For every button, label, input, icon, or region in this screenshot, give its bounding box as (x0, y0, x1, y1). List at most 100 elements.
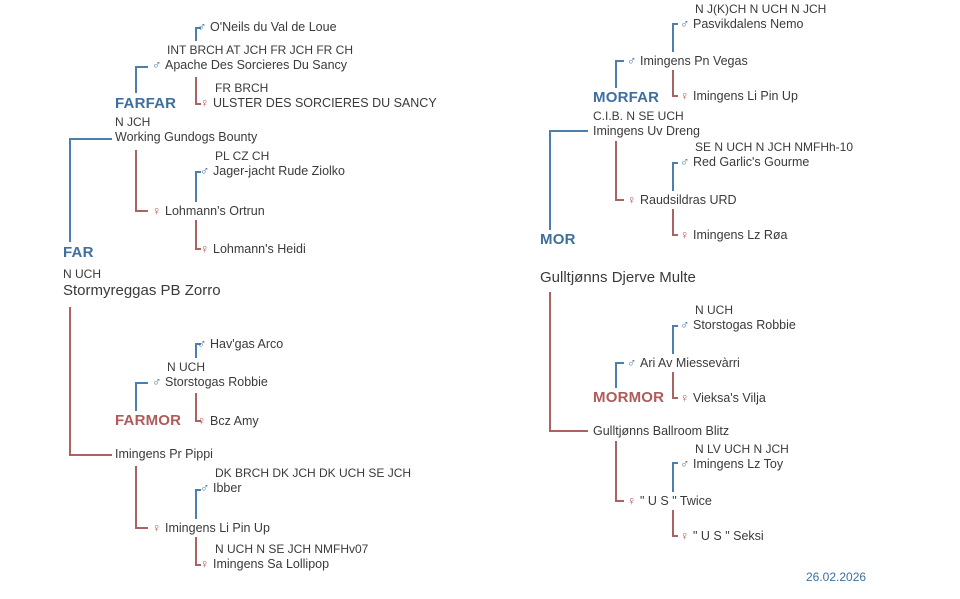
dog-name: Ibber (213, 481, 242, 495)
dog-titles: SE N UCH N JCH NMFHh-10 (695, 140, 854, 154)
relation-label-farmor: FARMOR (115, 412, 182, 429)
dog-name: Raudsildras URD (640, 193, 737, 207)
dog-name: Imingens Lz Toy (693, 457, 784, 471)
node-morfar: MORFAR C.I.B. N SE UCH Imingens Uv Dreng (593, 90, 700, 139)
male-icon: ♂ (152, 375, 162, 389)
node-us-seksi: ♀" U S " Seksi (680, 529, 764, 544)
dog-name: " U S " Twice (640, 494, 712, 508)
dog-name: Red Garlic's Gourme (693, 155, 810, 169)
relation-label-far: FAR (63, 244, 94, 261)
female-icon: ♀ (200, 557, 210, 571)
node-oneils-du-val-de-loue: ♂O'Neils du Val de Loue (197, 20, 337, 35)
node-imingens-li-pin-up-left: ♀Imingens Li Pin Up (152, 521, 270, 536)
node-bcz-amy: ♀Bcz Amy (197, 414, 259, 429)
male-icon: ♂ (680, 318, 690, 332)
node-mor: MOR Gulltjønns Djerve Multe (540, 232, 696, 287)
male-icon: ♂ (680, 457, 690, 471)
dog-name: Gulltjønns Djerve Multe (540, 269, 696, 286)
male-icon: ♂ (680, 155, 690, 169)
dog-name: Storstogas Robbie (165, 375, 268, 389)
node-lohmanns-heidi: ♀Lohmann's Heidi (200, 242, 306, 257)
dog-titles (593, 409, 729, 424)
node-ulster-des-sorcieres-du-sancy: FR BRCH ♀ULSTER DES SORCIERES DU SANCY (200, 81, 437, 111)
dog-titles (540, 254, 696, 269)
relation-label-morfar: MORFAR (593, 89, 660, 106)
dog-titles: N JCH (115, 115, 151, 129)
dog-titles: INT BRCH AT JCH FR JCH FR CH (167, 43, 354, 57)
male-icon: ♂ (200, 481, 210, 495)
dog-name: Lohmann's Ortrun (165, 204, 265, 218)
relation-label-mormor: MORMOR (593, 389, 665, 406)
dog-name: Vieksa's Vilja (693, 391, 766, 405)
male-icon: ♂ (627, 356, 637, 370)
dog-name: Pasvikdalens Nemo (693, 17, 804, 31)
female-icon: ♀ (627, 494, 637, 508)
male-icon: ♂ (197, 337, 207, 351)
dog-name: ULSTER DES SORCIERES DU SANCY (213, 96, 437, 110)
relation-label-farfar: FARFAR (115, 95, 177, 112)
dog-titles: N UCH (695, 303, 733, 317)
node-storstogas-robbie-right: N UCH ♂Storstogas Robbie (680, 303, 796, 333)
node-jager-jacht-rude-ziolko: PL CZ CH ♂Jager-jacht Rude Ziolko (200, 149, 345, 179)
dog-name: Jager-jacht Rude Ziolko (213, 164, 346, 178)
dog-name: Apache Des Sorcieres Du Sancy (165, 58, 348, 72)
node-imingens-sa-lollipop: N UCH N SE JCH NMFHv07 ♀Imingens Sa Loll… (200, 542, 368, 572)
report-date: 26.02.2026 (806, 570, 867, 584)
node-lohmanns-ortrun: ♀Lohmann's Ortrun (152, 204, 265, 219)
node-storstogas-robbie-left: N UCH ♂Storstogas Robbie (152, 360, 268, 390)
relation-label-mor: MOR (540, 231, 576, 248)
dog-titles: C.I.B. N SE UCH (593, 109, 684, 123)
dog-name: Gulltjønns Ballroom Blitz (593, 424, 730, 438)
female-icon: ♀ (680, 228, 690, 242)
dog-name: Imingens Pr Pippi (115, 447, 213, 461)
dog-name: O'Neils du Val de Loue (210, 20, 337, 34)
female-icon: ♀ (152, 204, 162, 218)
node-pasvikdalens-nemo: N J(K)CH N UCH N JCH ♂Pasvikdalens Nemo (680, 2, 826, 32)
male-icon: ♂ (680, 17, 690, 31)
female-icon: ♀ (680, 391, 690, 405)
dog-name: " U S " Seksi (693, 529, 764, 543)
dog-name: Hav'gas Arco (210, 337, 284, 351)
node-ari-av-miessevarri: ♂Ari Av Miessevàrri (627, 356, 740, 371)
node-imingens-lz-roa: ♀Imingens Lz Røa (680, 228, 787, 243)
female-icon: ♀ (680, 529, 690, 543)
node-apache-des-sorcieres-du-sancy: INT BRCH AT JCH FR JCH FR CH ♂Apache Des… (152, 43, 353, 73)
female-icon: ♀ (197, 414, 207, 428)
dog-titles: FR BRCH (215, 81, 269, 95)
female-icon: ♀ (152, 521, 162, 535)
node-us-twice: ♀" U S " Twice (627, 494, 712, 509)
dog-name: Working Gundogs Bounty (115, 130, 258, 144)
dog-name: Imingens Li Pin Up (165, 521, 270, 535)
female-icon: ♀ (200, 242, 210, 256)
node-imingens-lz-toy: N LV UCH N JCH ♂Imingens Lz Toy (680, 442, 789, 472)
node-raudsildras-urd: ♀Raudsildras URD (627, 193, 737, 208)
node-imingens-li-pin-up-right: ♀Imingens Li Pin Up (680, 89, 798, 104)
dog-titles: N UCH (167, 360, 205, 374)
dog-name: Imingens Sa Lollipop (213, 557, 330, 571)
male-icon: ♂ (200, 164, 210, 178)
dog-titles (115, 432, 213, 447)
node-vieksas-vilja: ♀Vieksa's Vilja (680, 391, 766, 406)
dog-name: Bcz Amy (210, 414, 259, 428)
node-ibber: DK BRCH DK JCH DK UCH SE JCH ♂Ibber (200, 466, 411, 496)
dog-name: Stormyreggas PB Zorro (63, 282, 221, 299)
node-far: FAR N UCH Stormyreggas PB Zorro (63, 245, 221, 300)
dog-titles: N J(K)CH N UCH N JCH (695, 2, 827, 16)
dog-titles: DK BRCH DK JCH DK UCH SE JCH (215, 466, 412, 480)
dog-name: Imingens Lz Røa (693, 228, 788, 242)
male-icon: ♂ (627, 54, 637, 68)
node-mormor: MORMOR Gulltjønns Ballroom Blitz (593, 390, 729, 439)
dog-titles: N UCH (63, 267, 101, 281)
node-red-garlics-gourme: SE N UCH N JCH NMFHh-10 ♂Red Garlic's Go… (680, 140, 853, 170)
female-icon: ♀ (627, 193, 637, 207)
dog-name: Imingens Uv Dreng (593, 124, 700, 138)
dog-name: Ari Av Miessevàrri (640, 356, 740, 370)
node-havgas-arco: ♂Hav'gas Arco (197, 337, 283, 352)
female-icon: ♀ (200, 96, 210, 110)
dog-titles: N LV UCH N JCH (695, 442, 789, 456)
male-icon: ♂ (197, 20, 207, 34)
dog-name: Imingens Li Pin Up (693, 89, 798, 103)
dog-name: Imingens Pn Vegas (640, 54, 748, 68)
